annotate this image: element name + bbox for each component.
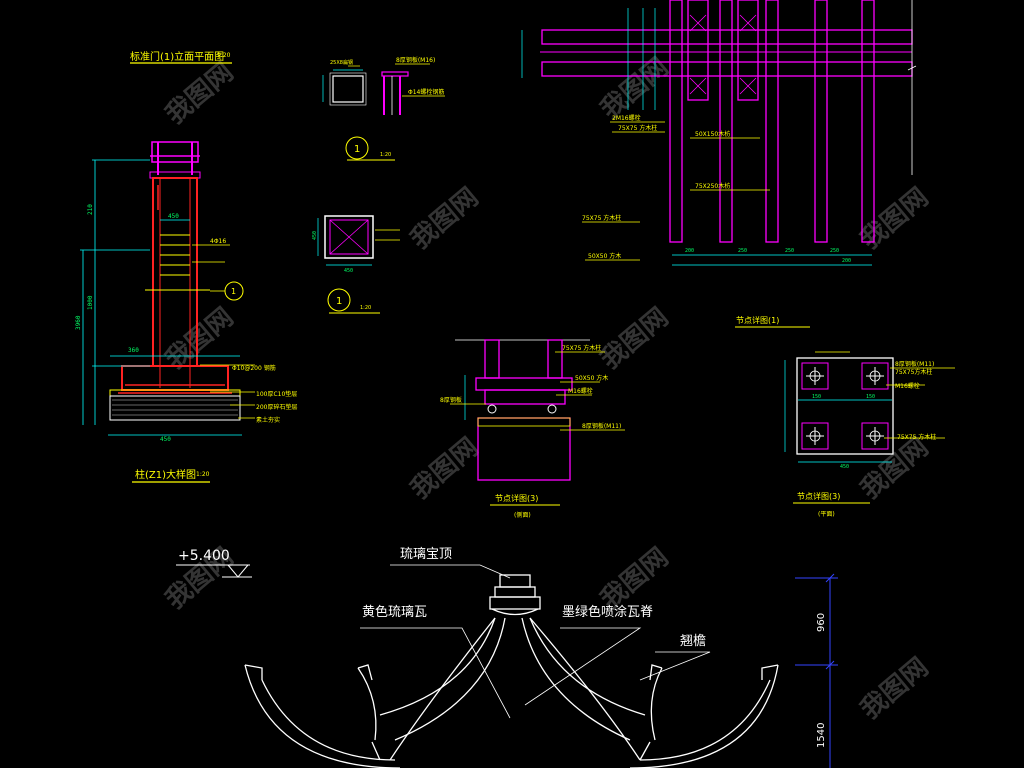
column-note-gravel: 200厚碎石垫层 — [256, 403, 297, 411]
watermark: 我图网 — [855, 182, 934, 255]
section-1a-scale: 1:20 — [380, 152, 391, 158]
pergola-dim-2: 250 — [738, 248, 747, 254]
node1-dim-right: 150 — [866, 394, 875, 400]
column-detail-bottom-title: 柱(Z1)大样图 — [135, 468, 196, 481]
column-detail: 标准门(1)立面平面图 1:20 — [75, 50, 297, 483]
pergola-dim-5: 200 — [842, 258, 851, 264]
roof-dim-lower: 1540 — [816, 723, 827, 748]
column-note-rebar: Φ10@200 钢筋 — [232, 364, 276, 372]
roof-elevation: +5.400 — [176, 547, 838, 768]
watermark: 我图网 — [160, 57, 239, 130]
node3-sub: (侧面) — [514, 511, 531, 519]
node1-label-plate: 8厚钢板(M11) — [895, 360, 934, 368]
node3-label-plate: 8厚钢板 — [440, 396, 462, 404]
roof-label-finial: 琉璃宝顶 — [400, 547, 452, 562]
roof-label-tile: 黄色琉璃瓦 — [362, 604, 427, 620]
node1-sub: (平面) — [818, 511, 835, 518]
node1-dim-left: 150 — [812, 394, 821, 400]
column-note-soil: 素土夯实 — [256, 416, 280, 424]
pergola-dim-3: 250 — [785, 248, 794, 254]
node1-label-post: 75X75方木柱 — [895, 368, 932, 376]
pergola-label-beam-large: 75X250木枋 — [695, 182, 730, 190]
roof-label-ridge: 墨绿色喷涂瓦脊 — [562, 604, 653, 620]
section-1a-label-flat: 25X8扁钢 — [330, 59, 353, 66]
watermark: 我图网 — [160, 302, 239, 375]
pergola-label-post: 75X75 方木柱 — [618, 124, 657, 132]
section-1b-dim-horizontal: 450 — [344, 268, 353, 274]
pergola-label-beam-small: 50X150木枋 — [695, 130, 730, 138]
node-detail-3-side: 75X75 方木柱 50X50 方木 8厚钢板 M16螺栓 8厚钢板(M11) … — [440, 339, 625, 519]
column-dim-1000: 1000 — [87, 295, 94, 310]
section-1b-dim-vertical: 450 — [312, 231, 318, 240]
node1-label-post-2: 75X75 方木柱 — [897, 433, 936, 441]
node1-dim-total: 450 — [840, 464, 849, 470]
section-1a-label-plate: 8厚钢板(M16) — [396, 56, 435, 64]
section-1b-marker: 1 — [336, 296, 342, 307]
pergola-dim-4: 250 — [830, 248, 839, 254]
pergola-label-square: 50X50 方木 — [588, 252, 621, 260]
watermark: 我图网 — [855, 432, 934, 505]
section-1a-label-bolt: Φ14螺栓钢筋 — [408, 88, 444, 96]
watermark: 我图网 — [855, 652, 934, 725]
column-note-c10: 100厚C10垫层 — [256, 390, 297, 398]
node3-label-plate-m11: 8厚钢板(M11) — [582, 422, 621, 430]
column-dim-3960: 3960 — [75, 315, 82, 330]
column-callout-number: 1 — [231, 287, 236, 296]
column-dim-450: 450 — [168, 213, 179, 220]
column-dim-210: 210 — [87, 204, 94, 215]
column-detail-title-scale: 1:20 — [217, 52, 231, 59]
node3-label-post: 75X75 方木柱 — [562, 344, 601, 352]
node3-title: 节点详图(3) — [495, 493, 538, 503]
pergola-dim-1: 200 — [685, 248, 694, 254]
roof-level-mark: +5.400 — [178, 548, 230, 564]
node1-label-bolt: M16螺栓 — [895, 382, 920, 390]
section-1b: 450 450 1 1:20 — [312, 215, 400, 314]
pergola-label-post-2: 75X75 方木柱 — [582, 214, 621, 222]
section-1a-marker: 1 — [354, 144, 360, 155]
pergola-plan: 200 250 250 250 200 2M16螺栓 75X75 方木柱 50X… — [521, 0, 917, 266]
node3-label-square: 50X50 方木 — [575, 374, 608, 382]
column-detail-title: 标准门(1)立面平面图 — [130, 50, 224, 63]
watermark: 我图网 — [405, 432, 484, 505]
roof-dim-upper: 960 — [816, 613, 827, 632]
node3-label-bolt: M16螺栓 — [568, 387, 593, 395]
watermark: 我图网 — [595, 302, 674, 375]
section-1b-scale: 1:20 — [360, 305, 371, 311]
column-dim-bottom: 450 — [160, 436, 171, 443]
column-note-4phi16: 4Φ16 — [210, 238, 226, 245]
column-detail-bottom-scale: 1:20 — [196, 471, 210, 478]
watermark: 我图网 — [405, 182, 484, 255]
node1-header: 节点详图(1) — [736, 315, 779, 325]
node-detail-1-plan: 节点详图(1) 150 150 450 — [735, 315, 955, 518]
section-1a: 25X8扁钢 8厚钢板(M16) Φ14螺栓钢筋 1 1:20 — [322, 56, 445, 161]
pergola-label-bolt: 2M16螺栓 — [612, 114, 641, 122]
node1-title: 节点详图(3) — [797, 491, 840, 501]
column-dim-360: 360 — [128, 347, 139, 354]
roof-label-eave: 翘檐 — [680, 634, 706, 649]
